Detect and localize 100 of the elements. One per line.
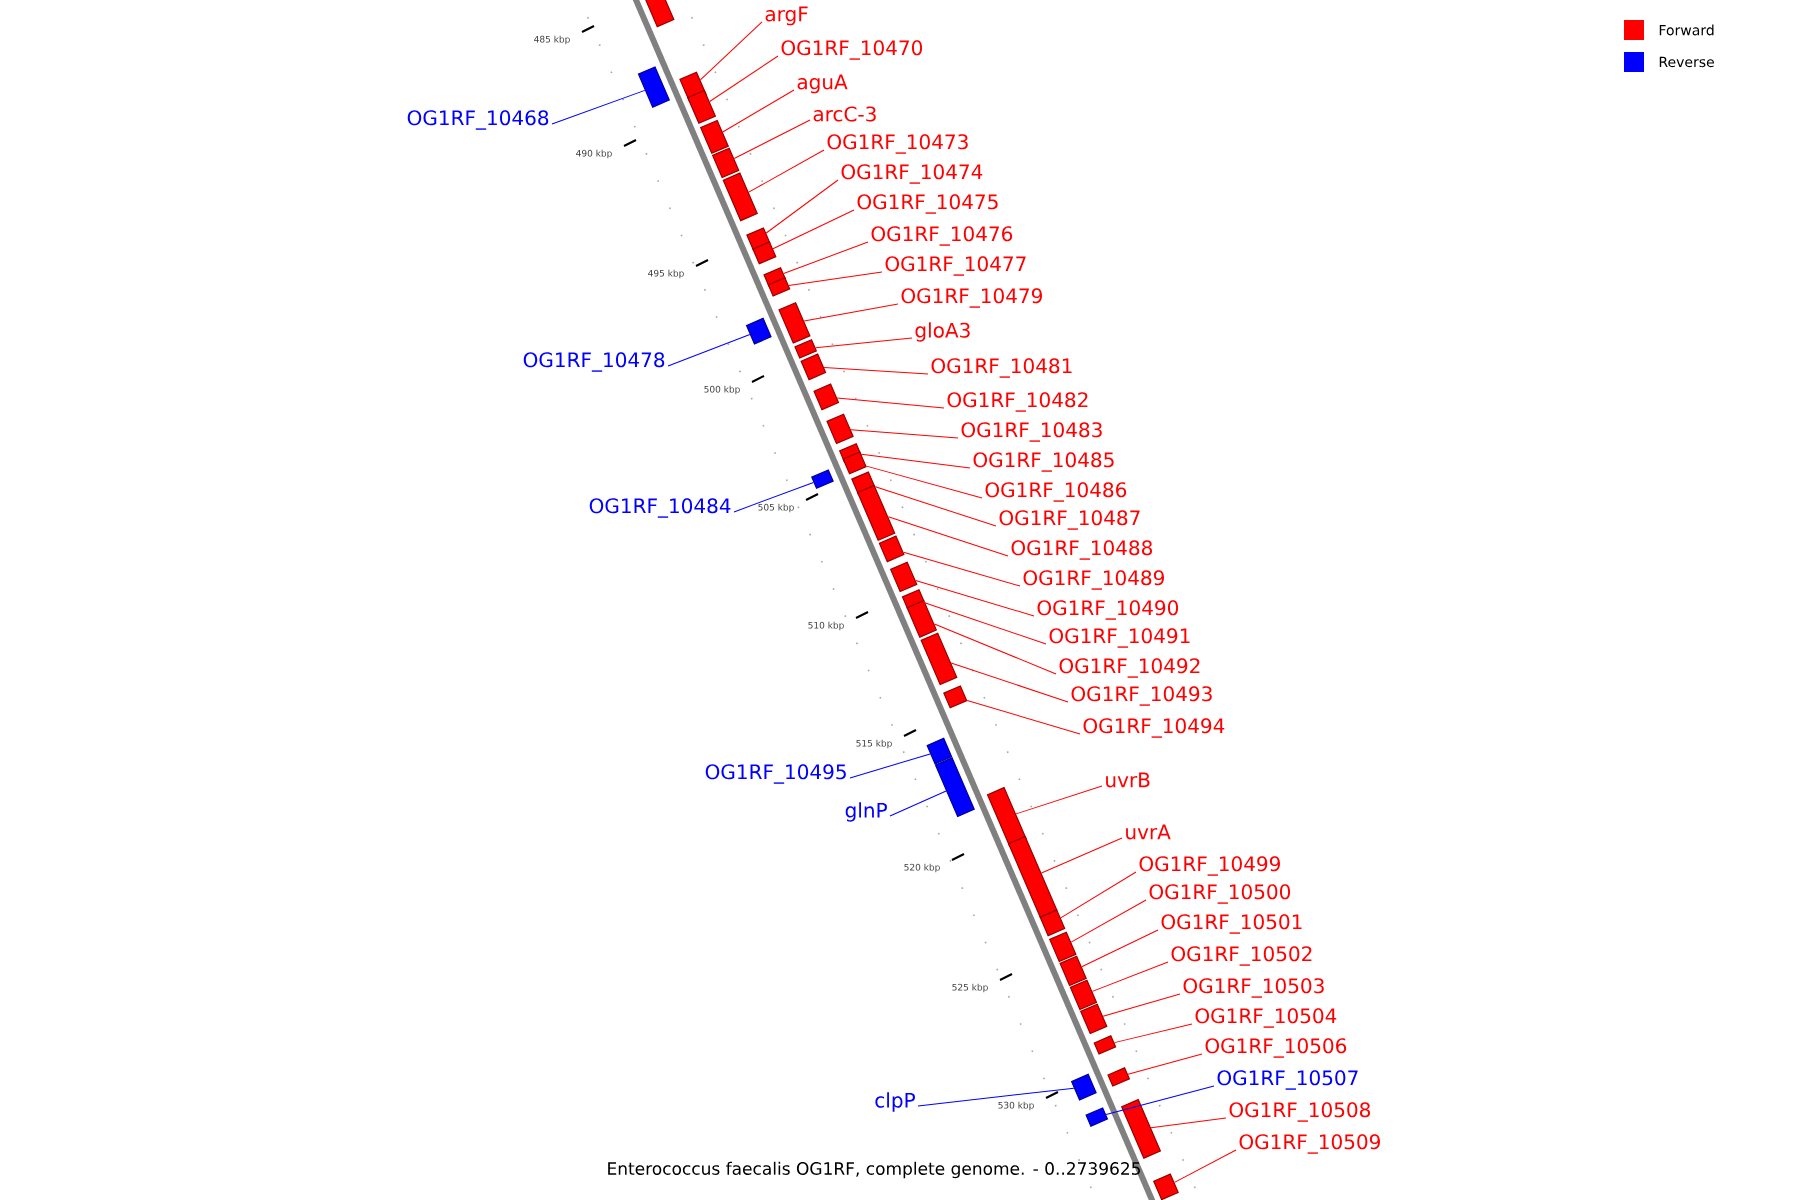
leader-line bbox=[823, 367, 929, 375]
gene-block bbox=[767, 277, 791, 297]
leader-line bbox=[1091, 961, 1169, 992]
leader-line bbox=[849, 753, 931, 779]
gene-block bbox=[1048, 931, 1077, 963]
leader-line bbox=[772, 209, 855, 250]
gene-label: OG1RF_10500 bbox=[1149, 884, 1291, 904]
leader-line bbox=[1060, 871, 1137, 919]
gene-block bbox=[1007, 835, 1058, 918]
leader-line bbox=[917, 1087, 1075, 1107]
gene-label: OG1RF_10501 bbox=[1161, 914, 1302, 934]
gene-label: OG1RF_10484 bbox=[589, 498, 731, 518]
leader-line bbox=[765, 179, 839, 234]
leader-line bbox=[803, 303, 899, 322]
gene-label: OG1RF_10490 bbox=[1037, 600, 1179, 620]
gene-label: gloA3 bbox=[915, 322, 970, 342]
gene-block bbox=[711, 147, 740, 179]
gene-block bbox=[986, 786, 1027, 847]
leader-line bbox=[850, 429, 959, 439]
gene-label: OG1RF_10485 bbox=[973, 452, 1114, 472]
leader-line bbox=[1040, 837, 1123, 874]
gene-label: OG1RF_10477 bbox=[885, 256, 1026, 276]
leader-line bbox=[921, 601, 1047, 645]
leader-line bbox=[733, 119, 811, 159]
gene-block bbox=[842, 451, 867, 475]
leader-line bbox=[836, 397, 945, 409]
gene-label: OG1RF_10506 bbox=[1205, 1038, 1347, 1058]
gene-label: OG1RF_10502 bbox=[1171, 946, 1312, 966]
gene-label: arcC-3 bbox=[813, 106, 876, 122]
gene-label: clpP bbox=[875, 1092, 915, 1112]
leader-line bbox=[748, 149, 825, 193]
gene-label: OG1RF_10470 bbox=[781, 40, 923, 60]
leader-line bbox=[1015, 785, 1103, 815]
gene-label: OG1RF_10507 bbox=[1217, 1070, 1358, 1090]
caption: Enterococcus faecalis OG1RF, complete genome. - 0..2739625 bbox=[608, 1161, 1140, 1179]
leader-line bbox=[815, 337, 913, 349]
leader-line bbox=[1127, 1053, 1203, 1075]
gene-label: argF bbox=[765, 6, 808, 26]
gene-label: OG1RF_10492 bbox=[1059, 658, 1200, 678]
gene-label: OG1RF_10509 bbox=[1239, 1134, 1380, 1154]
leader-line bbox=[783, 241, 869, 274]
leader-line bbox=[966, 699, 1081, 735]
gene-block bbox=[1039, 909, 1066, 937]
leader-line bbox=[1113, 1023, 1193, 1044]
gene-block bbox=[745, 317, 772, 345]
gene-block bbox=[722, 172, 758, 222]
gene-label: OG1RF_10482 bbox=[947, 392, 1088, 412]
gene-block bbox=[639, 0, 675, 28]
gene-block bbox=[889, 561, 918, 593]
gene-block bbox=[1059, 955, 1087, 987]
leader-line bbox=[903, 551, 1021, 587]
leader-line bbox=[699, 21, 763, 81]
leader-line bbox=[722, 89, 795, 133]
gene-label: OG1RF_10475 bbox=[857, 194, 998, 214]
leader-line bbox=[874, 486, 997, 527]
gene-block bbox=[746, 227, 771, 251]
gene-block bbox=[1093, 1035, 1117, 1055]
leader-line bbox=[1102, 993, 1181, 1017]
leader-line bbox=[1070, 899, 1147, 943]
leader-line bbox=[1105, 1085, 1215, 1116]
gene-label: OG1RF_10508 bbox=[1229, 1102, 1370, 1122]
gene-label: OG1RF_10476 bbox=[871, 226, 1013, 246]
gene-label: OG1RF_10493 bbox=[1071, 686, 1212, 706]
gene-block bbox=[826, 413, 854, 445]
gene-label: OG1RF_10499 bbox=[1139, 856, 1280, 876]
leader-line bbox=[889, 790, 947, 817]
gene-label: OG1RF_10479 bbox=[901, 288, 1042, 308]
leader-line bbox=[866, 465, 983, 499]
leader-line bbox=[933, 623, 1057, 675]
gene-label: OG1RF_10474 bbox=[841, 164, 983, 184]
gene-label: glnP bbox=[845, 802, 887, 822]
leader-line bbox=[1081, 929, 1159, 968]
leader-line bbox=[551, 89, 646, 125]
gene-label: aguA bbox=[797, 74, 848, 94]
leader-line bbox=[1174, 1149, 1237, 1183]
gene-label: OG1RF_10473 bbox=[827, 134, 968, 154]
gene-label: OG1RF_10494 bbox=[1083, 718, 1225, 738]
gene-block bbox=[1152, 1173, 1179, 1200]
gene-block bbox=[1070, 1073, 1097, 1101]
gene-label: OG1RF_10491 bbox=[1049, 628, 1190, 648]
gene-label: OG1RF_10504 bbox=[1195, 1008, 1337, 1028]
gene-label: OG1RF_10486 bbox=[985, 482, 1127, 502]
gene-label: OG1RF_10487 bbox=[999, 510, 1140, 530]
gene-block bbox=[1079, 1003, 1108, 1035]
gene-block bbox=[752, 241, 777, 265]
gene-block bbox=[800, 353, 827, 381]
gene-block bbox=[811, 469, 834, 489]
leader-line bbox=[887, 516, 1009, 557]
leader-line bbox=[733, 481, 814, 513]
leader-line bbox=[667, 334, 751, 367]
gene-label: uvrB bbox=[1106, 772, 1150, 788]
leader-line bbox=[1150, 1117, 1227, 1129]
leader-line bbox=[788, 271, 883, 286]
gene-label: OG1RF_10481 bbox=[931, 358, 1072, 378]
leader-line bbox=[860, 453, 971, 469]
gene-block bbox=[926, 737, 953, 765]
gene-label: OG1RF_10478 bbox=[523, 352, 665, 372]
gene-label: uvrA bbox=[1126, 824, 1171, 840]
gene-label: OG1RF_10503 bbox=[1183, 978, 1324, 998]
leader-line bbox=[709, 55, 779, 102]
